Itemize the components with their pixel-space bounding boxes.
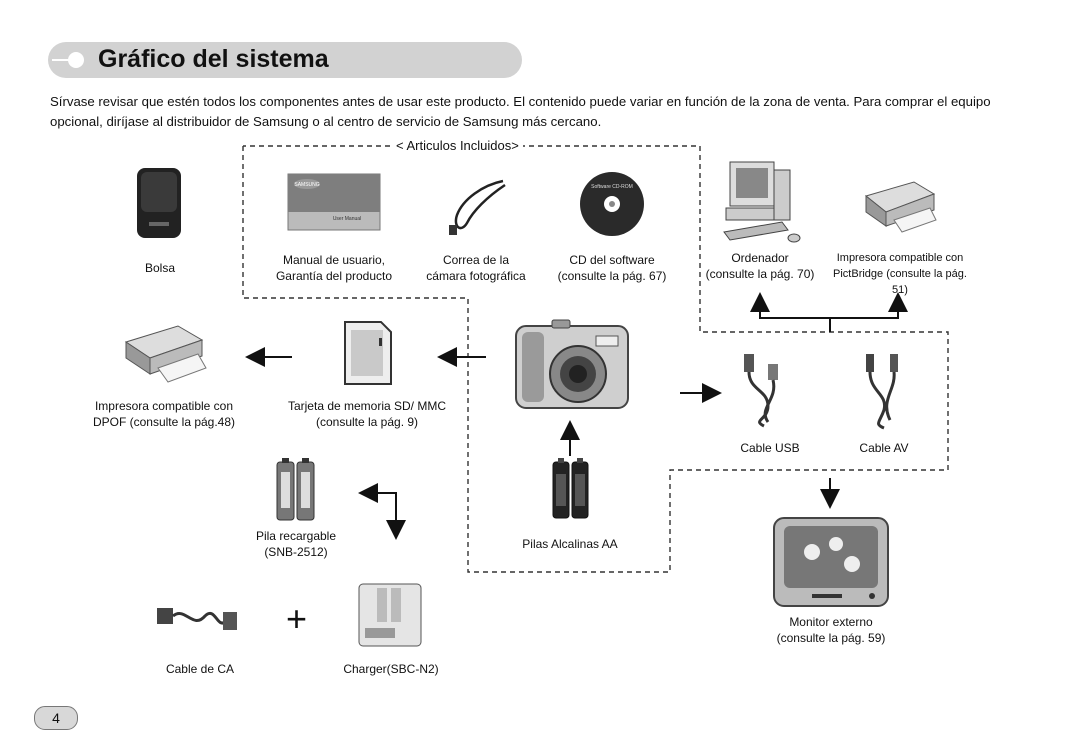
cd-label-text: Software CD-ROM [591,184,633,190]
label-pictbridge: Impresora compatible con PictBridge (con… [828,250,972,298]
label-rechargeable-line1: Pila recargable [255,529,337,543]
external-monitor-image [773,517,889,607]
sd-card-image [344,321,392,385]
label-rechargeable: Pila recargable (SNB-2512) [244,528,348,560]
battery-charger-image [358,583,422,647]
label-strap: Correa de la cámara fotográfica [422,252,530,284]
label-dpof-line1: Impresora compatible con [94,399,234,413]
alkaline-battery-image [552,458,589,519]
dpof-printer-image [124,325,207,383]
user-manual-image: SAMSUNG User Manual [287,173,381,231]
label-pictbridge-line1: Impresora compatible con [836,252,964,264]
label-pc-line2: (consulte la pág. 70) [705,267,815,281]
label-rechargeable-line2: (SNB-2512) [264,545,328,559]
label-usb: Cable USB [740,441,800,455]
label-cd-line1: CD del software [569,253,655,267]
label-alkaline: Pilas Alcalinas AA [522,537,618,551]
software-cd-image: Software CD-ROM [580,172,644,236]
label-cd: CD del software (consulte la pág. 67) [556,252,668,284]
intro-text: Sírvase revisar que estén todos los comp… [50,94,991,129]
camera-case-image [137,168,181,238]
label-dpof: Impresora compatible con DPOF (consulte … [88,398,240,430]
label-charger: Charger(SBC-N2) [343,662,439,676]
label-monitor-line1: Monitor externo [789,615,873,629]
label-pc: Ordenador (consulte la pág. 70) [704,250,816,282]
label-ac-cable: Cable de CA [165,662,235,676]
label-strap-line2: cámara fotográfica [426,269,526,283]
manual-cover-text: User Manual [333,216,361,222]
label-cd-line2: (consulte la pág. 67) [557,269,667,283]
label-av: Cable AV [859,441,909,455]
label-manual: Manual de usuario, Garantía del producto [262,252,406,284]
label-strap-line1: Correa de la [442,253,510,267]
wrist-strap-image [449,179,506,235]
label-sd-line1: Tarjeta de memoria SD/ MMC [287,399,447,413]
page-number: 4 [34,706,78,730]
ac-cable-image [157,608,237,630]
label-pc-line1: Ordenador [731,251,789,265]
label-sd: Tarjeta de memoria SD/ MMC (consulte la … [286,398,448,430]
av-cable-image [866,354,898,430]
label-monitor: Monitor externo (consulte la pág. 59) [768,614,894,646]
included-items-title: < Articulos Incluidos> [392,138,523,154]
usb-cable-image [744,354,778,428]
label-manual-line2: Garantía del producto [275,269,393,283]
title-decoration-line [52,59,74,61]
pictbridge-printer-image [864,181,937,233]
computer-image [723,161,801,243]
label-dpof-line2: DPOF (consulte la pág.48) [92,415,236,429]
page-title: Gráfico del sistema [98,45,329,73]
title-decoration-dot [68,52,84,68]
camera-image [515,319,629,409]
title-bar [48,42,522,78]
manual-cover-brand: SAMSUNG [294,182,319,188]
label-monitor-line2: (consulte la pág. 59) [776,631,886,645]
label-sd-line2: (consulte la pág. 9) [315,415,419,429]
rechargeable-battery-image [276,458,315,521]
label-bolsa: Bolsa [144,261,176,275]
plus-sign: + [286,598,308,639]
label-pictbridge-line2: PictBridge (consulte la pág. 51) [833,268,967,296]
label-manual-line1: Manual de usuario, [282,253,386,267]
